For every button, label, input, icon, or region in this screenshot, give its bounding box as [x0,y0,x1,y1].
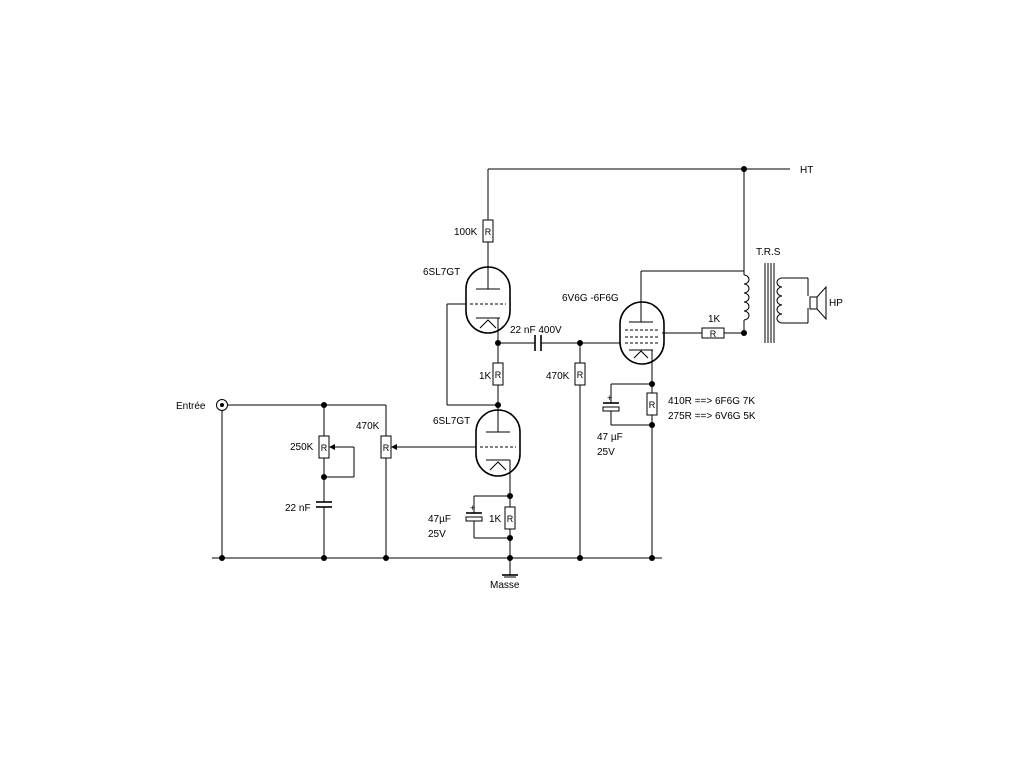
label-masse: Masse [490,580,520,591]
resistor-100k [482,219,494,243]
label-r-plate: 100K [454,227,478,238]
polarity-plus-icon: + [470,503,475,513]
label-cathode-note-2: 275R ==> 6V6G 5K [668,411,756,422]
tube-power [619,301,665,365]
label-r-tone-pot: 250K [290,442,314,453]
label-c-power-value: 47 µF [597,432,623,443]
capacitor-tone [316,501,332,512]
ground-icon [502,574,518,578]
label-tube-power: 6V6G -6F6G [562,293,619,304]
label-c-v2-value: 47µF [428,514,451,525]
resistor-cathode-power [646,392,658,416]
resistor-1k-link [492,362,504,386]
tube-v2 [475,409,521,478]
resistor-470k-grid-leak [574,362,586,386]
tube-v1 [465,266,511,334]
label-tube-v2: 6SL7GT [433,416,470,427]
capacitor-electrolytic-power [602,398,620,413]
potentiometer-470k [380,435,397,459]
label-trs: T.R.S [756,247,781,258]
resistor-glyph: R [649,400,656,410]
label-entree: Entrée [176,401,206,412]
output-transformer-icon [743,263,783,343]
capacitor-coupling [530,335,546,351]
label-c-v2-voltage: 25V [428,529,446,540]
resistor-1k-screen [701,327,725,339]
resistor-glyph: R [495,370,502,380]
label-r-gain-pot: 470K [356,421,380,432]
polarity-plus-icon: + [607,393,612,403]
speaker-icon [809,285,827,321]
label-r-v2-cathode: 1K [489,514,502,525]
label-c-coupling: 22 nF 400V [510,325,562,336]
capacitor-electrolytic-v2 [465,508,483,524]
resistor-glyph: R [485,227,492,237]
label-cathode-note-1: 410R ==> 6F6G 7K [668,396,755,407]
label-ht: HT [800,165,813,176]
potentiometer-250k [318,435,335,459]
resistor-glyph: R [577,370,584,380]
resistor-1k-v2-cathode [504,506,516,530]
resistor-glyph: R [710,329,717,339]
resistor-glyph: R [507,514,514,524]
label-c-tone: 22 nF [285,503,311,514]
input-jack-icon [216,399,228,411]
junction-dots [219,166,747,561]
resistor-glyph: R [321,443,328,453]
wires [212,168,809,575]
label-r-screen: 1K [708,314,721,325]
label-c-power-voltage: 25V [597,447,615,458]
label-hp: HP [829,298,843,309]
resistor-glyph: R [383,443,390,453]
label-tube-v1: 6SL7GT [423,267,460,278]
label-r-grid-leak: 470K [546,371,570,382]
label-r-cathode-link: 1K [479,371,492,382]
